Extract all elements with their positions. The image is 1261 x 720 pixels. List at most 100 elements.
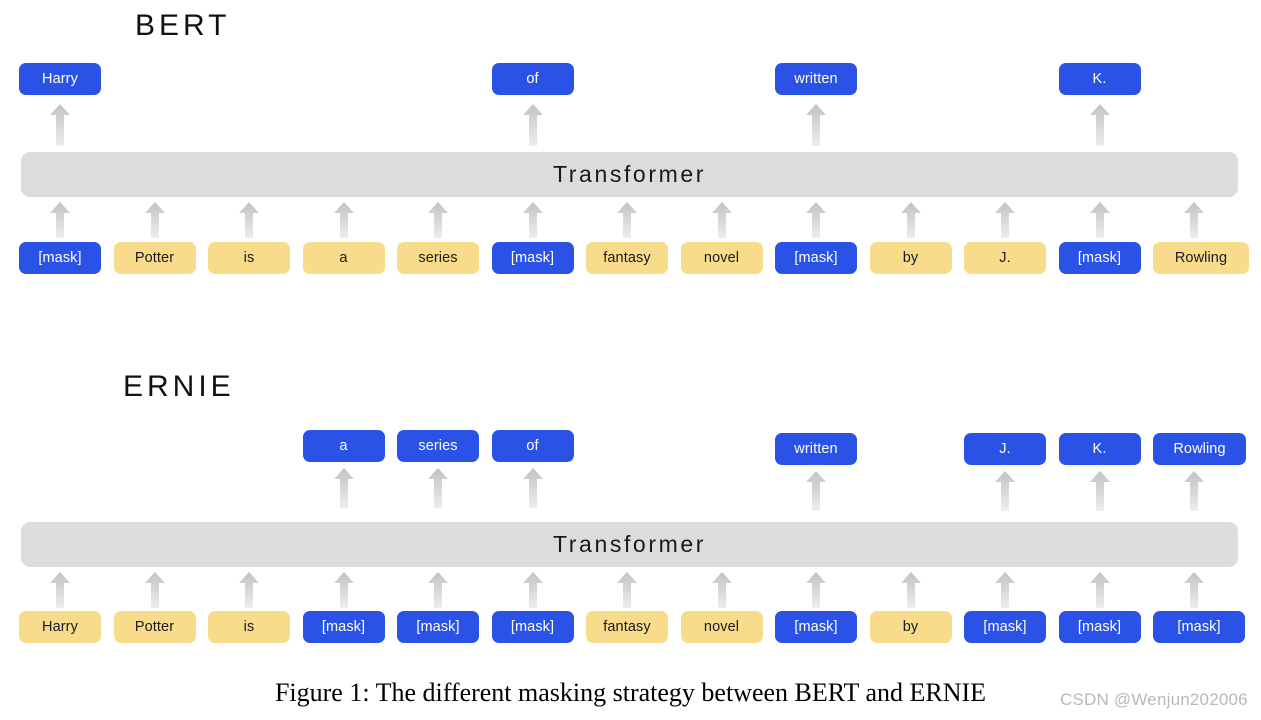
up-arrow-icon	[1183, 572, 1205, 608]
token-label: [mask]	[794, 619, 838, 635]
up-arrow-icon	[333, 468, 355, 508]
up-arrow-icon	[711, 202, 733, 238]
up-arrow-icon	[1089, 104, 1111, 146]
up-arrow-icon	[522, 468, 544, 508]
up-arrow-icon	[994, 202, 1016, 238]
token-box: J.	[964, 433, 1046, 465]
token-box: K.	[1058, 433, 1141, 465]
up-arrow-icon	[805, 471, 827, 511]
token-label: is	[243, 619, 255, 635]
token-box: [mask]	[491, 611, 574, 643]
token-box: J.	[964, 242, 1046, 274]
token-label: written	[794, 71, 838, 87]
ernie-transformer-block: Transformer	[21, 522, 1238, 567]
up-arrow-icon	[427, 572, 449, 608]
up-arrow-icon	[49, 202, 71, 238]
up-arrow-icon	[616, 572, 638, 608]
token-label: Potter	[134, 619, 175, 635]
token-label: Harry	[42, 619, 78, 635]
token-label: K.	[1092, 441, 1107, 457]
token-box: a	[302, 242, 385, 274]
token-label: by	[902, 619, 919, 635]
token-box: [mask]	[1058, 611, 1141, 643]
token-label: [mask]	[38, 250, 82, 266]
token-box: Rowling	[1153, 242, 1249, 274]
token-label: [mask]	[1177, 619, 1221, 635]
token-box: a	[302, 430, 385, 462]
up-arrow-icon	[1089, 471, 1111, 511]
token-label: series	[418, 250, 458, 266]
token-label: Rowling	[1173, 441, 1226, 457]
token-box: [mask]	[775, 611, 857, 643]
token-box: written	[775, 433, 857, 465]
token-box: series	[397, 430, 479, 462]
bert-transformer-block: Transformer	[21, 152, 1238, 197]
up-arrow-icon	[1089, 202, 1111, 238]
up-arrow-icon	[900, 572, 922, 608]
csdn-watermark: CSDN @Wenjun202006	[1060, 690, 1248, 709]
token-box: is	[208, 611, 290, 643]
token-label: of	[526, 438, 539, 454]
token-box: written	[775, 63, 857, 95]
token-label: is	[243, 250, 255, 266]
token-box: by	[869, 611, 952, 643]
token-box: of	[491, 430, 574, 462]
token-label: series	[418, 438, 458, 454]
token-label: [mask]	[510, 619, 555, 635]
token-box: [mask]	[964, 611, 1046, 643]
token-label: a	[339, 250, 348, 266]
token-label: [mask]	[983, 619, 1027, 635]
token-label: by	[902, 250, 919, 266]
token-label: a	[339, 438, 348, 454]
up-arrow-icon	[805, 104, 827, 146]
up-arrow-icon	[333, 202, 355, 238]
token-label: Potter	[134, 250, 175, 266]
ernie-section-title: ERNIE	[123, 370, 235, 403]
token-box: is	[208, 242, 290, 274]
token-box: [mask]	[1153, 611, 1245, 643]
token-label: [mask]	[1077, 250, 1122, 266]
token-label: [mask]	[416, 619, 460, 635]
token-label: [mask]	[510, 250, 555, 266]
token-box: novel	[680, 242, 763, 274]
up-arrow-icon	[144, 202, 166, 238]
token-box: Rowling	[1153, 433, 1246, 465]
up-arrow-icon	[238, 202, 260, 238]
token-label: J.	[999, 250, 1011, 266]
token-box: [mask]	[775, 242, 857, 274]
token-label: J.	[999, 441, 1011, 457]
token-box: Potter	[113, 611, 196, 643]
token-box: series	[397, 242, 479, 274]
token-label: novel	[703, 619, 740, 635]
up-arrow-icon	[427, 468, 449, 508]
token-label: Rowling	[1174, 250, 1228, 266]
token-box: K.	[1058, 63, 1141, 95]
token-box: [mask]	[19, 242, 101, 274]
token-label: fantasy	[603, 250, 651, 266]
token-label: of	[526, 71, 539, 87]
up-arrow-icon	[238, 572, 260, 608]
token-label: K.	[1092, 71, 1107, 87]
up-arrow-icon	[711, 572, 733, 608]
up-arrow-icon	[1089, 572, 1111, 608]
token-box: of	[491, 63, 574, 95]
token-label: written	[794, 441, 838, 457]
up-arrow-icon	[805, 572, 827, 608]
token-box: [mask]	[491, 242, 574, 274]
up-arrow-icon	[522, 572, 544, 608]
up-arrow-icon	[49, 572, 71, 608]
token-label: [mask]	[321, 619, 366, 635]
up-arrow-icon	[333, 572, 355, 608]
token-box: fantasy	[586, 242, 668, 274]
up-arrow-icon	[522, 104, 544, 146]
up-arrow-icon	[994, 572, 1016, 608]
up-arrow-icon	[805, 202, 827, 238]
token-label: [mask]	[1077, 619, 1122, 635]
bert-section-title: BERT	[135, 9, 231, 42]
up-arrow-icon	[994, 471, 1016, 511]
token-box: fantasy	[586, 611, 668, 643]
token-box: novel	[680, 611, 763, 643]
token-label: [mask]	[794, 250, 838, 266]
token-box: Harry	[19, 611, 101, 643]
